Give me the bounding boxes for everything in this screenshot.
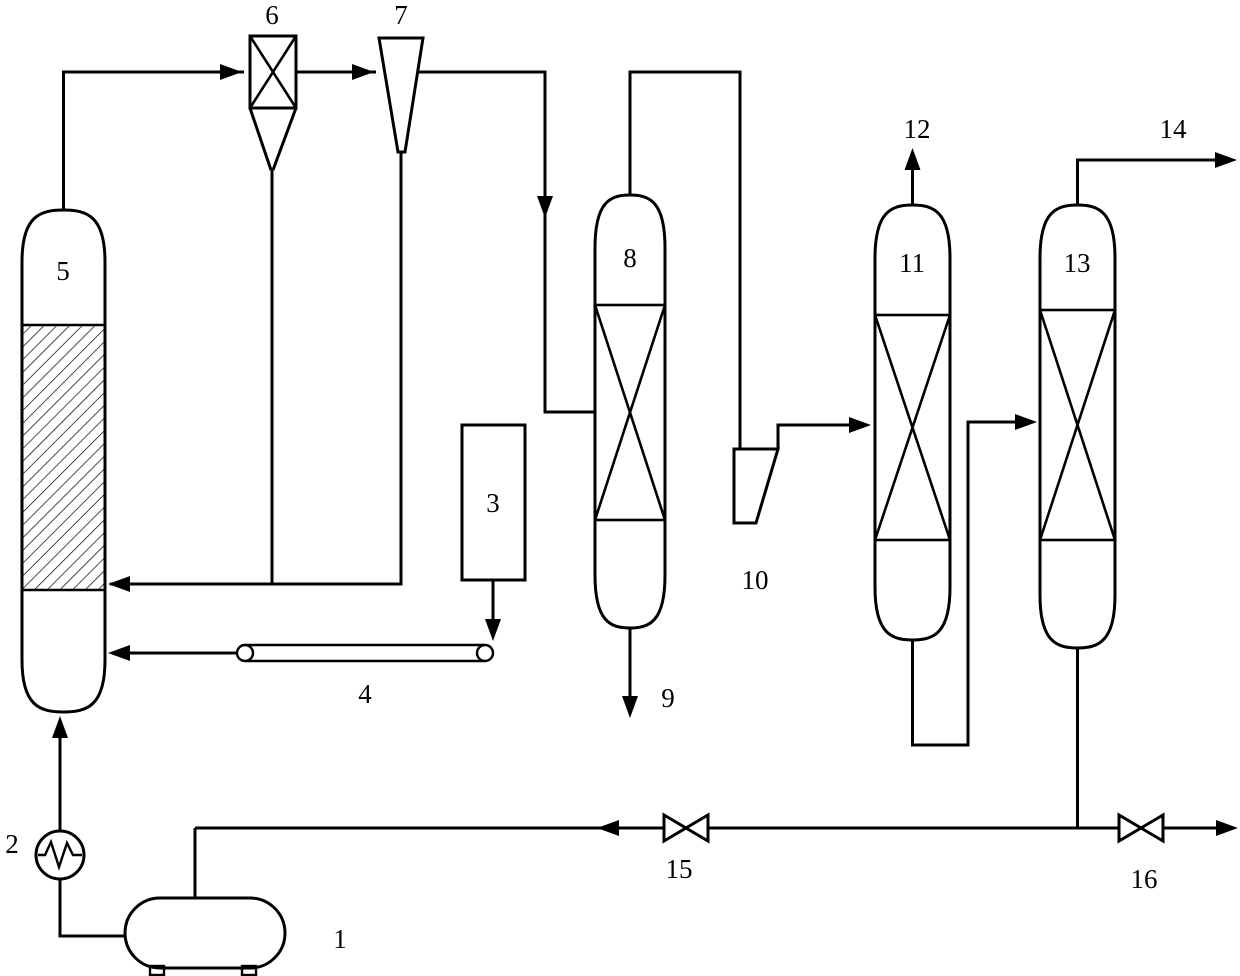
pipe-column8-top-to-funnel10	[628, 70, 742, 448]
feed-vessel-1-body	[123, 896, 287, 970]
label-5: 5	[56, 256, 70, 286]
pipe-cyclone7-return-to-column5	[110, 152, 403, 586]
hopper-3-body	[460, 423, 527, 582]
arrow-hopper3-down-icon	[485, 619, 501, 641]
label-7: 7	[394, 0, 408, 30]
valve-16	[1117, 812, 1165, 844]
pipe-column13-vent	[1076, 158, 1216, 206]
filter-6-cone	[248, 107, 298, 171]
feed-vessel-1-foot-left	[148, 964, 166, 976]
arrow-into-column13-icon	[1015, 414, 1037, 430]
flow-arrows	[52, 64, 1238, 836]
arrow-header-right-icon	[1216, 820, 1238, 836]
valve-16-right-triangle	[1138, 812, 1165, 844]
column-13-packing-x2	[1038, 309, 1117, 541]
arrow-into-filter6-icon	[220, 64, 242, 80]
label-6: 6	[265, 0, 279, 30]
funnel-10-body	[732, 447, 781, 525]
label-16: 16	[1131, 864, 1158, 894]
column-8	[593, 193, 667, 630]
arrow-into-column5-bottom-icon	[52, 716, 68, 738]
reactor-column-5	[20, 208, 107, 714]
column-8-packing	[593, 303, 667, 522]
label-15: 15	[666, 854, 693, 884]
valve-15	[662, 812, 710, 844]
label-9: 9	[661, 683, 675, 713]
conveyor-4	[235, 643, 495, 663]
reactor-column-5-bed	[23, 325, 104, 590]
cyclone-7	[377, 36, 425, 154]
label-2: 2	[5, 829, 19, 859]
label-14: 14	[1160, 114, 1188, 144]
conveyor-4-roller-right	[475, 643, 495, 663]
label-1: 1	[333, 924, 347, 954]
heat-exchanger-2-coil	[38, 838, 82, 871]
pipe-column5-top-to-filter6	[62, 70, 244, 212]
arrow-header-left-icon	[597, 820, 619, 836]
filter-6-cross-2	[248, 35, 298, 109]
label-10: 10	[742, 565, 769, 595]
heat-exchanger-2-body	[34, 829, 86, 881]
arrow-into-cyclone7-icon	[352, 64, 374, 80]
arrow-down-to-column8-icon	[537, 196, 553, 218]
valve-15-left-triangle	[662, 812, 689, 844]
valve-15-right-triangle	[683, 812, 710, 844]
arrow-return-into-column5-icon	[108, 576, 130, 592]
label-11: 11	[899, 248, 925, 278]
column-13-packing	[1038, 308, 1117, 542]
label-4: 4	[358, 679, 372, 709]
heat-exchanger-2	[34, 829, 86, 881]
pipe-funnel10-to-column11	[776, 423, 852, 449]
funnel-10	[732, 447, 781, 525]
label-8: 8	[623, 243, 637, 273]
arrow-into-column11-icon	[849, 417, 871, 433]
column-11	[873, 203, 952, 642]
arrow-vent12-up-icon	[904, 148, 921, 170]
pipe-cyclone7-to-column8	[417, 70, 596, 414]
arrow-outlet9-down-icon	[622, 696, 638, 718]
pipe-column11-to-column13	[911, 420, 1018, 747]
column-11-packing-x2	[873, 314, 952, 541]
feed-vessel-1	[123, 896, 287, 976]
column-11-packing	[873, 313, 952, 542]
conveyor-4-roller-left	[235, 643, 255, 663]
equipment-labels: 1 2 3 4 5 6 7 8 9 10 11 12 13 14 15 16	[5, 0, 1187, 954]
feed-vessel-1-foot-right	[240, 964, 258, 976]
valve-16-left-triangle	[1117, 812, 1144, 844]
cyclone-7-body	[377, 36, 425, 154]
column-13	[1038, 203, 1117, 650]
arrow-conveyor-into-column5-icon	[108, 645, 130, 661]
label-12: 12	[904, 114, 931, 144]
arrow-outlet14-right-icon	[1215, 152, 1237, 168]
label-13: 13	[1064, 248, 1091, 278]
hopper-3	[460, 423, 527, 582]
label-3: 3	[486, 488, 500, 518]
column-8-packing-x2	[593, 304, 667, 521]
filter-6	[248, 34, 298, 171]
